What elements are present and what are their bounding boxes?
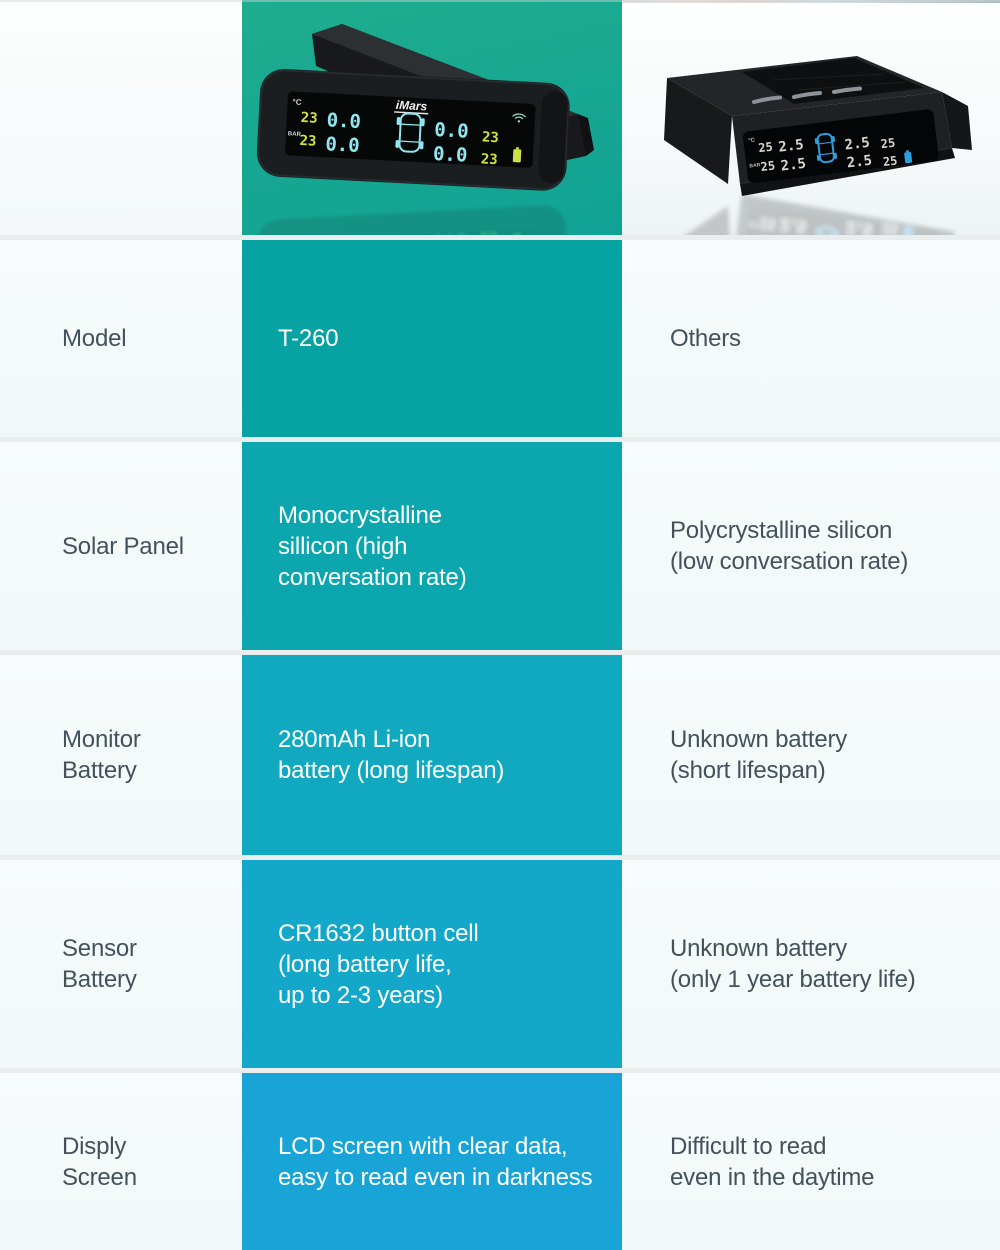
others-value: Others [670,325,741,352]
row-monitor-battery: Monitor Battery 280mAh Li-ion battery (l… [0,655,1000,855]
others-value-cell: Polycrystalline silicon (low conversatio… [622,442,1000,650]
others-value-cell: Others [622,240,1000,437]
row-label: Disply Screen [62,1132,137,1191]
product-value-cell: T-260 [242,240,622,437]
product-value-cell: CR1632 button cell (long battery life, u… [242,860,622,1068]
row-label-cell: Model [0,240,242,437]
others-value: Difficult to read even in the daytime [670,1132,875,1191]
hero-product-photo: iMars °C BAR 23 23 0.0 0.0 [242,0,622,235]
row-label-cell: Disply Screen [0,1073,242,1250]
product-value: CR1632 button cell (long battery life, u… [278,919,479,1009]
row-solar-panel: Solar Panel Monocrystalline sillicon (hi… [0,442,1000,650]
row-label: Solar Panel [62,532,184,560]
others-value: Unknown battery (only 1 year battery lif… [670,935,916,993]
reflection [254,203,595,235]
product-value-cell: LCD screen with clear data, easy to read… [242,1073,622,1250]
hero-competitor-photo: °C BAR 25 2.5 25 2.5 [622,0,1000,235]
product-device-illustration: iMars °C BAR 23 23 0.0 0.0 [254,23,595,235]
row-label: Model [62,325,127,352]
reflection [662,192,974,235]
row-display-screen: Disply Screen LCD screen with clear data… [0,1073,1000,1250]
row-label: Monitor Battery [62,726,141,784]
product-value: LCD screen with clear data, easy to read… [278,1132,593,1191]
row-label-cell: Sensor Battery [0,860,242,1068]
product-value-cell: Monocrystalline sillicon (high conversat… [242,442,622,650]
row-sensor-battery: Sensor Battery CR1632 button cell (long … [0,860,1000,1068]
product-value-cell: 280mAh Li-ion battery (long lifespan) [242,655,622,855]
product-value: 280mAh Li-ion battery (long lifespan) [278,726,505,784]
competitor-device-illustration: °C BAR 25 2.5 25 2.5 [662,54,974,235]
product-value: Monocrystalline sillicon (high conversat… [278,501,467,591]
hero-row: iMars °C BAR 23 23 0.0 0.0 [0,0,1000,235]
product-value: T-260 [278,325,339,352]
row-label-cell: Monitor Battery [0,655,242,855]
others-value-cell: Unknown battery (short lifespan) [622,655,1000,855]
hero-left-cell [0,0,242,235]
row-model: Model T-260 Others [0,240,1000,437]
row-label: Sensor Battery [62,935,137,993]
others-value: Unknown battery (short lifespan) [670,726,848,784]
others-value-cell: Difficult to read even in the daytime [622,1073,1000,1250]
others-value: Polycrystalline silicon (low conversatio… [670,517,909,575]
others-value-cell: Unknown battery (only 1 year battery lif… [622,860,1000,1068]
row-label-cell: Solar Panel [0,442,242,650]
